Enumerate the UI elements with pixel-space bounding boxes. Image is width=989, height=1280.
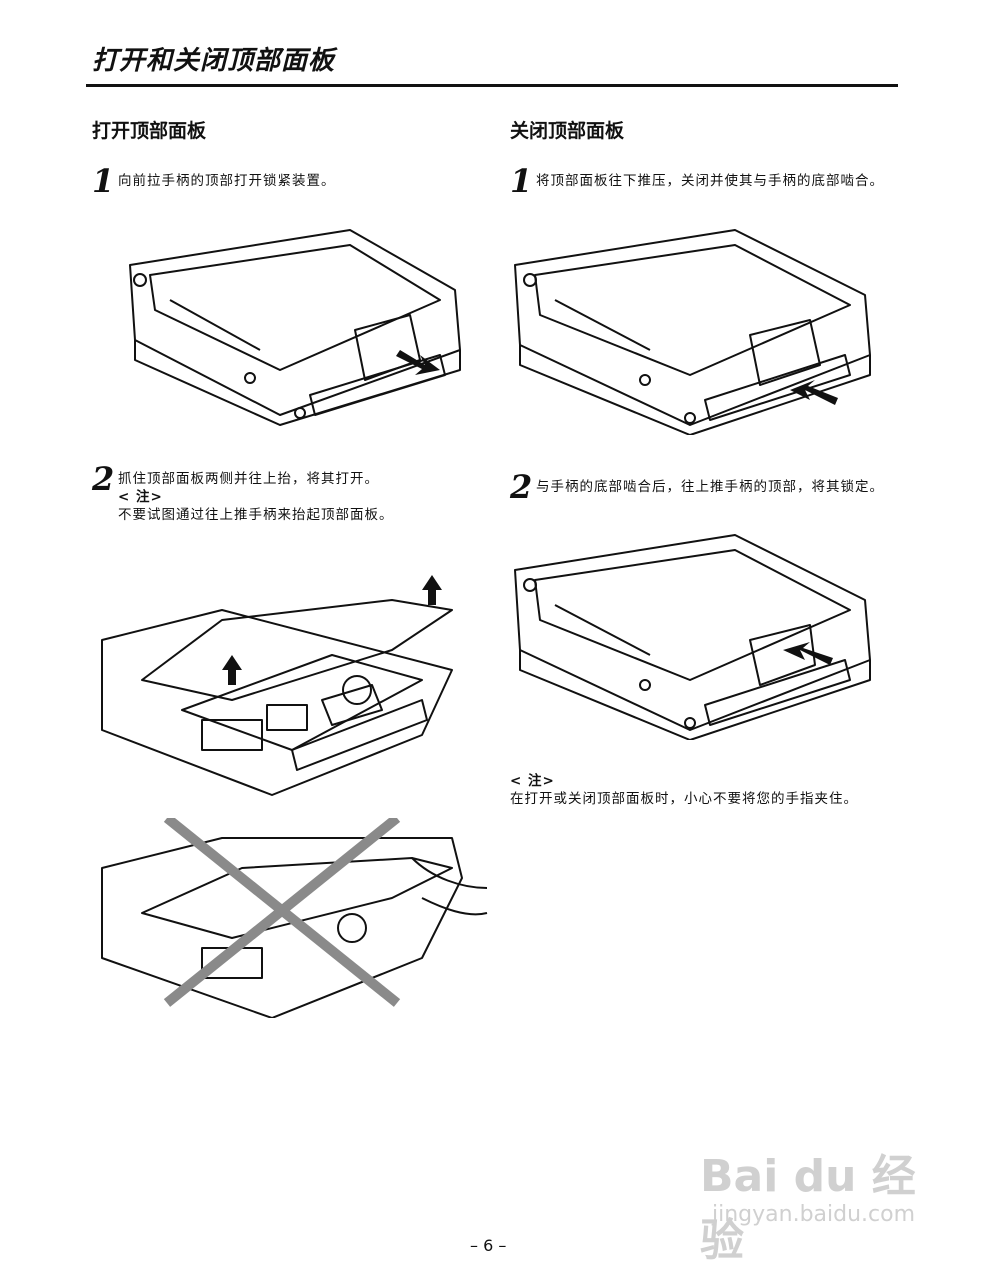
illustration-close-press [505,225,885,435]
arrow-icon [222,575,442,685]
close-step-2: 2 与手柄的底部啮合后，往上推手柄的顶部，将其锁定。 [510,468,902,524]
illustration-lift-panel [92,560,472,800]
note-label: < 注> [510,773,555,789]
arrow-icon [396,350,440,375]
prohibited-cross-icon [163,818,401,1007]
step-number: 2 [510,468,533,506]
title-divider [86,84,898,87]
open-step-2: 2 抓住顶部面板两侧并往上抬，将其打开。 < 注> 不要试图通过往上推手柄来抬起… [92,460,482,536]
watermark-url: jingyan.baidu.com [712,1202,916,1227]
note-text: 不要试图通过往上推手柄来抬起顶部面板。 [118,507,394,523]
close-step-1: 1 将顶部面板往下推压，关闭并使其与手柄的底部啮合。 [510,162,902,218]
step-text: 将顶部面板往下推压，关闭并使其与手柄的底部啮合。 [536,173,884,189]
watermark: Bai du 经验 jingyan.baidu.com [700,1140,950,1266]
step-number: 1 [510,162,533,200]
illustration-open-latch [110,220,480,430]
close-note: < 注> 在打开或关闭顶部面板时，小心不要将您的手指夹住。 [510,772,900,808]
note-text: 在打开或关闭顶部面板时，小心不要将您的手指夹住。 [510,791,858,807]
watermark-logo: Bai du 经验 [700,1151,916,1266]
step-number: 1 [92,162,115,200]
step-number: 2 [92,460,115,498]
illustration-close-lock [505,530,885,740]
step-text: 向前拉手柄的顶部打开锁紧装置。 [118,173,336,189]
step-text: 抓住顶部面板两侧并往上抬，将其打开。 [118,471,379,487]
page-title: 打开和关闭顶部面板 [92,46,336,76]
section-heading-close: 关闭顶部面板 [510,120,625,142]
section-heading-open: 打开顶部面板 [92,120,207,142]
page-number: – 6 – [470,1236,507,1255]
note-label: < 注> [118,489,163,505]
illustration-prohibited [92,818,492,1018]
arrow-icon [783,642,833,665]
arrow-icon [790,380,838,405]
open-step-1: 1 向前拉手柄的顶部打开锁紧装置。 [92,162,482,208]
step-text: 与手柄的底部啮合后，往上推手柄的顶部，将其锁定。 [536,479,884,495]
